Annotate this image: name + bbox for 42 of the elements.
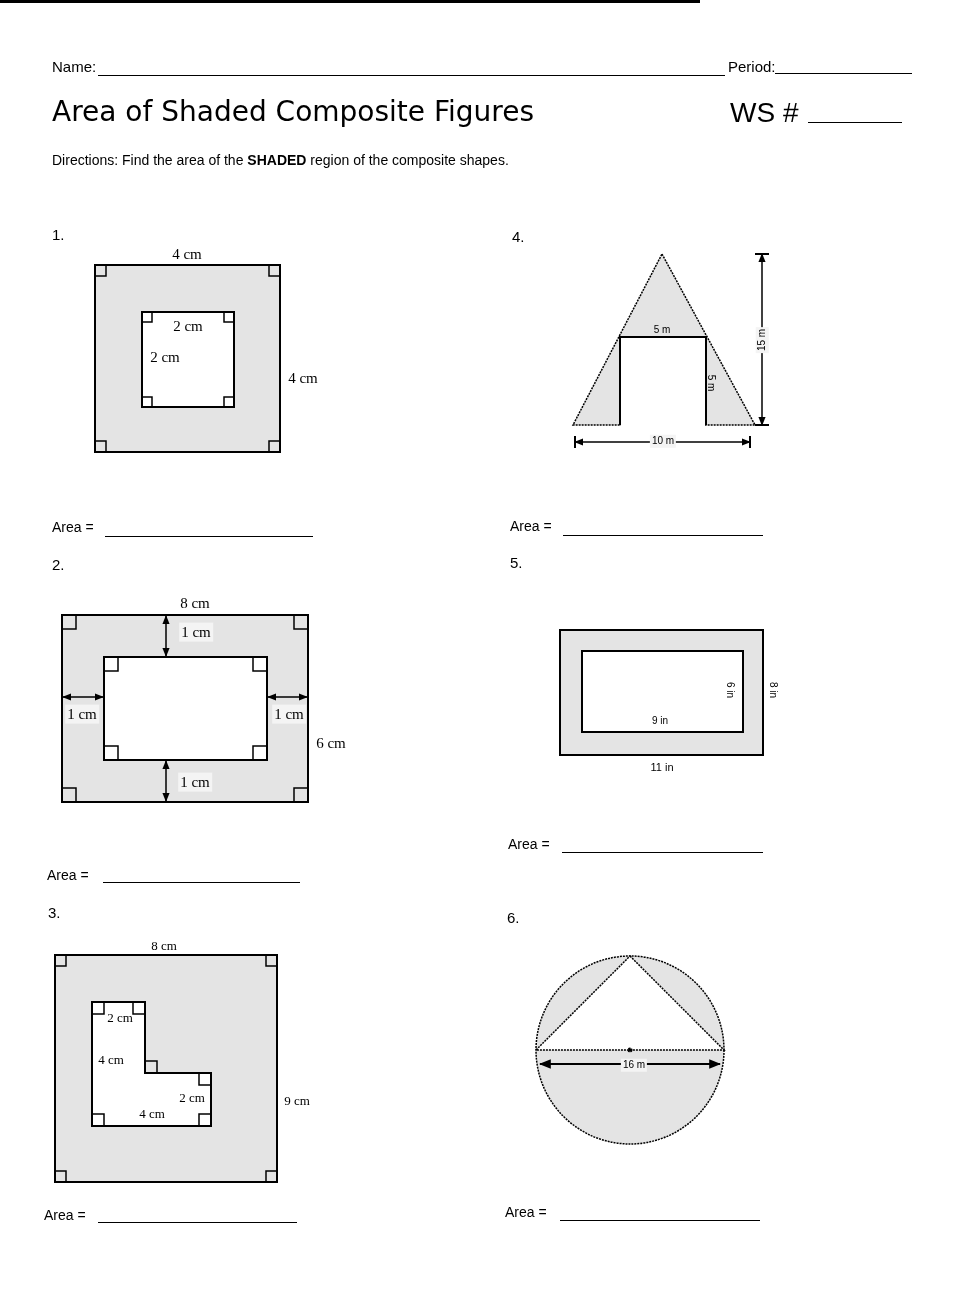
dimension-label: 8 cm xyxy=(180,593,210,613)
dimension-label: 11 in xyxy=(650,761,674,775)
dimension-label: 8 in xyxy=(767,681,780,699)
dimension-label: 2 cm xyxy=(107,1009,133,1027)
dimension-label: 4 cm xyxy=(172,244,202,264)
dimension-label: 4 cm xyxy=(98,1051,124,1069)
field-label: WS # xyxy=(730,95,799,130)
dimension-label: 1 cm xyxy=(65,704,99,724)
dimension-label: 2 cm xyxy=(179,1089,205,1107)
dimension-label: 1 cm xyxy=(272,704,306,724)
dimension-label: 1 cm xyxy=(178,772,212,792)
area-prompt: Area = xyxy=(47,867,89,885)
question-number: 3. xyxy=(48,903,61,923)
question-number: 5. xyxy=(510,553,523,573)
dimension-label: 5 m xyxy=(705,374,718,392)
question-number: 2. xyxy=(52,555,65,575)
question-number: 6. xyxy=(507,908,520,928)
directions-text: Directions: Find the area of the SHADED region of the composite shapes. xyxy=(52,152,509,170)
dimension-label: 15 m xyxy=(755,326,769,354)
field-label: Name: xyxy=(52,57,97,77)
dimension-label: 6 in xyxy=(724,681,737,699)
dimension-label: 5 m xyxy=(653,323,671,337)
dimension-label: 9 cm xyxy=(284,1092,310,1110)
dimension-label: 9 in xyxy=(651,714,669,728)
dimension-label: 8 cm xyxy=(151,937,177,955)
field-label: Period: xyxy=(728,57,776,77)
question-number: 1. xyxy=(52,225,65,245)
area-prompt: Area = xyxy=(44,1207,86,1225)
area-prompt: Area = xyxy=(505,1204,547,1222)
question-number: 4. xyxy=(512,227,525,247)
dimension-label: 2 cm xyxy=(150,347,180,367)
worksheet-title: Area of Shaded Composite Figures xyxy=(52,94,534,130)
dimension-label: 4 cm xyxy=(288,368,318,388)
dimension-label: 6 cm xyxy=(316,733,346,753)
area-prompt: Area = xyxy=(52,519,94,537)
dimension-label: 1 cm xyxy=(179,622,213,642)
dimension-label: 10 m xyxy=(649,434,677,448)
dimension-label: 2 cm xyxy=(173,316,203,336)
dimension-label: 4 cm xyxy=(139,1105,165,1123)
area-prompt: Area = xyxy=(508,836,550,854)
area-prompt: Area = xyxy=(510,518,552,536)
dimension-label: 16 m xyxy=(620,1058,648,1072)
